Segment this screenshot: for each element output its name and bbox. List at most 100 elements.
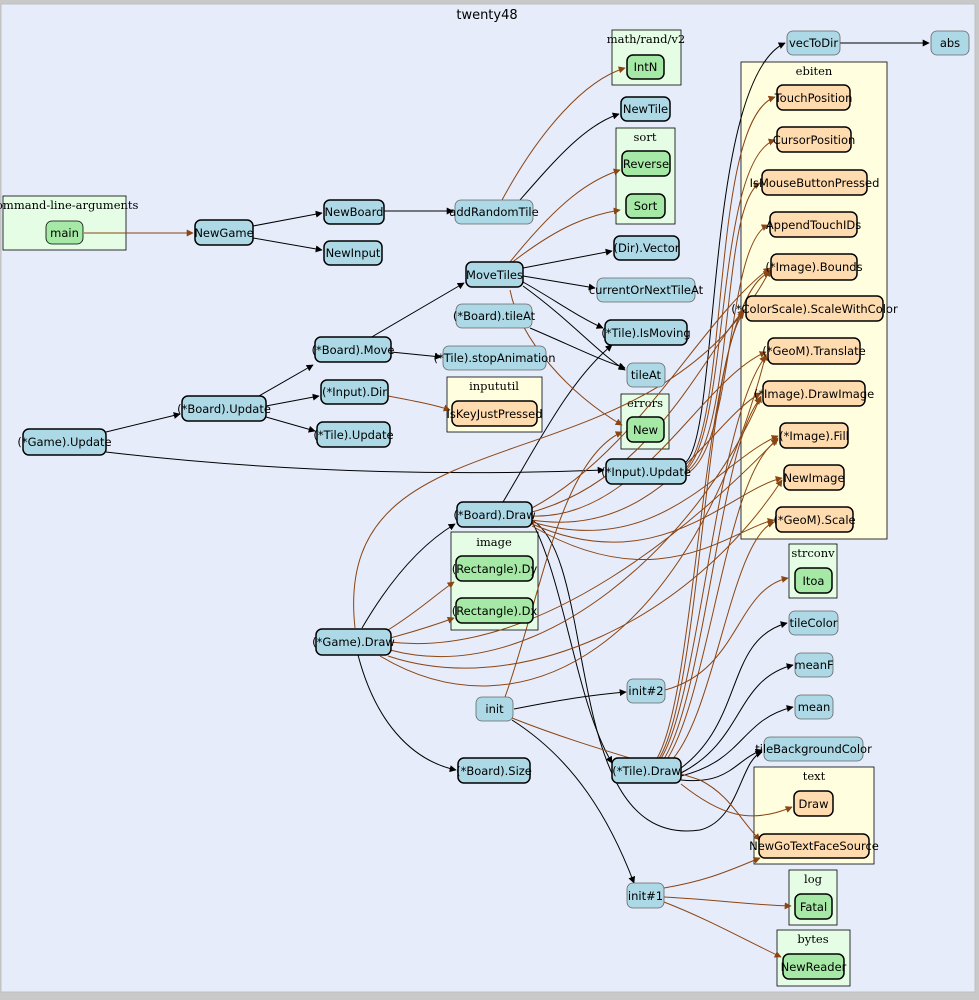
node-label: (*Image).DrawImage	[754, 387, 874, 401]
node-tilebackgroundcolor[interactable]: tileBackgroundColor	[755, 736, 872, 762]
node-label: (*Board).Draw	[453, 508, 535, 522]
node-init2[interactable]: init#2	[626, 678, 666, 704]
edge-boarddraw-translate	[531, 351, 767, 517]
node-appendtouchids[interactable]: AppendTouchIDs	[766, 211, 861, 238]
node-ismousebuttonpressed[interactable]: IsMouseButtonPressed	[750, 169, 880, 196]
node-currentornexttileat[interactable]: currentOrNextTileAt	[589, 277, 704, 303]
node-imagebounds[interactable]: (*Image).Bounds	[765, 253, 863, 281]
node-newgame[interactable]: NewGame	[194, 219, 254, 246]
node-dirvector[interactable]: (Dir).Vector	[613, 235, 680, 261]
node-tileat[interactable]: tileAt	[626, 362, 666, 388]
node-intn[interactable]: IntN	[626, 54, 665, 80]
node-movetiles[interactable]: MoveTiles	[465, 261, 524, 288]
edge-init-init1	[511, 719, 636, 884]
node-cursorposition[interactable]: CursorPosition	[773, 126, 856, 153]
node-label: vecToDir	[789, 36, 838, 50]
node-imagedrawimage[interactable]: (*Image).DrawImage	[754, 380, 874, 407]
node-vectodir[interactable]: vecToDir	[786, 30, 841, 56]
node-label: Sort	[634, 199, 658, 213]
node-init[interactable]: init	[475, 696, 514, 722]
edge-gamedraw-boarddraw	[361, 523, 456, 629]
node-tilestopanimation[interactable]: (*Tile).stopAnimation	[434, 345, 556, 371]
node-newtile[interactable]: NewTile	[620, 96, 671, 122]
node-itoa[interactable]: Itoa	[794, 567, 833, 594]
edge-newgame-newboard	[252, 210, 323, 227]
node-init1[interactable]: init#1	[626, 882, 665, 909]
edge-gamedraw-fill	[389, 437, 779, 644]
node-tilecolor[interactable]: tileColor	[788, 610, 839, 636]
node-newgotextfacesource[interactable]: NewGoTextFaceSource	[749, 833, 879, 859]
edge-init1-newgotextfacesource	[663, 857, 761, 889]
edge-movetiles-ismoving	[522, 281, 604, 329]
node-label: init#1	[628, 889, 663, 903]
node-imagefill[interactable]: (*Image).Fill	[779, 422, 849, 449]
edge-gamedraw-rectdy	[387, 581, 455, 631]
node-label: currentOrNextTileAt	[589, 283, 704, 297]
edge-init1-fatal	[663, 896, 792, 910]
node-rectdx[interactable]: (Rectangle).Dx	[452, 597, 538, 624]
edge-gamedraw-translate	[379, 353, 768, 687]
edge-inputdir-iskeyjustpressed	[387, 395, 451, 412]
node-gameupdate[interactable]: (*Game).Update	[17, 428, 112, 456]
node-label: (*Board).Update	[177, 402, 271, 416]
edge-boarddraw-geomscale	[531, 517, 775, 561]
node-main[interactable]: main	[45, 220, 84, 245]
node-boardmove[interactable]: (*Board).Move	[311, 336, 395, 363]
node-tileismoving[interactable]: (*Tile).IsMoving	[601, 319, 691, 346]
node-boardtileat[interactable]: (*Board).tileAt	[453, 303, 536, 329]
node-iskeyjustpressed[interactable]: IsKeyJustPressed	[446, 400, 543, 427]
node-errors-new[interactable]: New	[626, 416, 665, 443]
node-label: init	[485, 702, 504, 716]
node-label: NewInput	[326, 246, 381, 260]
cluster-label: bytes	[797, 932, 828, 946]
node-label: IsMouseButtonPressed	[750, 176, 880, 190]
node-boarddraw[interactable]: (*Board).Draw	[453, 501, 536, 528]
node-geomtranslate[interactable]: (*GeoM).Translate	[762, 337, 866, 365]
node-tileupdate[interactable]: (*Tile).Update	[313, 421, 394, 448]
edge-boardmove-movetiles	[369, 282, 465, 339]
cluster-label: image	[476, 535, 512, 549]
node-label: (*Board).tileAt	[453, 309, 536, 323]
edge-boarddraw-tilebg	[531, 519, 763, 832]
node-newreader[interactable]: NewReader	[781, 953, 847, 980]
node-newimage[interactable]: NewImage	[783, 464, 845, 491]
node-fatal[interactable]: Fatal	[794, 893, 833, 920]
node-mean[interactable]: mean	[794, 694, 834, 720]
node-sort[interactable]: Sort	[625, 193, 666, 219]
edge-addrandomtile-intn	[501, 66, 626, 201]
node-meanf[interactable]: meanF	[794, 652, 834, 678]
edge-init-init2	[513, 689, 627, 710]
node-tiledraw[interactable]: (*Tile).Draw	[611, 757, 682, 784]
node-touchposition[interactable]: TouchPosition	[774, 84, 853, 111]
node-inputdir[interactable]: (*Input).Dir	[320, 379, 389, 405]
node-boardupdate[interactable]: (*Board).Update	[177, 395, 271, 422]
edge-boarddraw-newimage	[531, 476, 783, 543]
node-label: NewBoard	[325, 205, 384, 219]
node-gamedraw[interactable]: (*Game).Draw	[312, 628, 395, 656]
node-newboard[interactable]: NewBoard	[323, 199, 385, 225]
node-reverse[interactable]: Reverse	[621, 150, 671, 177]
cluster-label: math/rand/v2	[607, 32, 685, 46]
edge-tiledraw-meanf	[680, 663, 794, 774]
node-colorscale[interactable]: (*ColorScale).ScaleWithColor	[731, 295, 898, 322]
node-newinput[interactable]: NewInput	[323, 240, 383, 266]
edge-boardupdate-inputdir	[265, 393, 320, 407]
node-inputupdate[interactable]: (*Input).Update	[601, 458, 691, 485]
edge-gameupdate-boardupdate	[105, 412, 181, 433]
node-label: Itoa	[803, 574, 825, 588]
node-geomscale[interactable]: (*GeoM).Scale	[773, 506, 856, 533]
cluster-label: strconv	[791, 546, 835, 560]
node-label: (Rectangle).Dy	[452, 562, 538, 576]
node-label: (*Game).Draw	[312, 635, 395, 649]
edge-gamedraw-newimage	[387, 479, 783, 669]
cluster-label: log	[804, 872, 823, 886]
edge-boardmove-stopanimation	[390, 351, 442, 360]
node-rectdy[interactable]: (Rectangle).Dy	[452, 555, 538, 582]
node-boardsize[interactable]: (*Board).Size	[456, 757, 532, 784]
node-abs[interactable]: abs	[930, 30, 970, 56]
node-label: (*GeoM).Scale	[773, 513, 855, 527]
edge-boarddraw-scalewithcolor	[531, 309, 745, 513]
edge-gamedraw-bounds	[353, 269, 771, 629]
node-addrandomtile[interactable]: addRandomTile	[449, 199, 539, 225]
node-text-draw[interactable]: Draw	[793, 790, 834, 817]
